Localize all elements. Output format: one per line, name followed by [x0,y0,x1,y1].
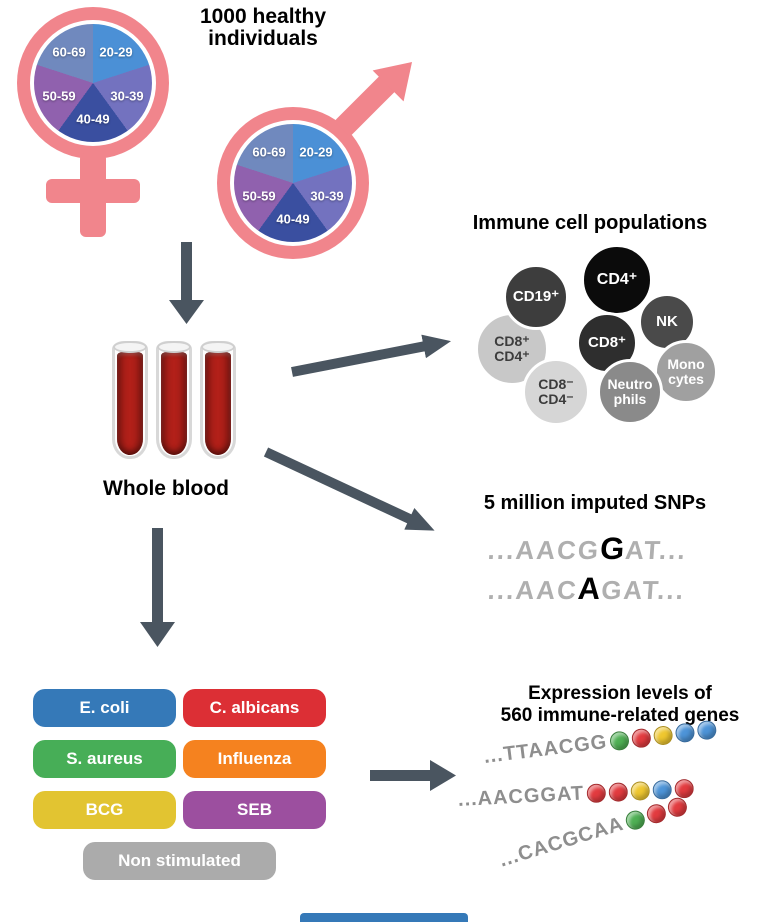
expression-bead [644,801,669,826]
cell-neutrophils: Neutro phils [597,359,663,425]
expression-bead [586,783,607,804]
blood-tube [200,341,236,459]
arrow-right-shaft [370,770,432,781]
age-label: 60-69 [252,144,286,160]
arrow-down-shaft [181,242,192,302]
arrow-right-up-icon [290,329,454,383]
male-age-pie [234,124,352,242]
cell-cd19: CD19⁺ [503,264,569,330]
age-label: 50-59 [42,88,76,104]
tube-rim [201,341,235,353]
arrow-down-shaft [152,528,163,624]
expression-bead [608,782,629,803]
snp-seq-post: AT... [624,535,688,565]
age-label: 40-49 [276,211,310,227]
age-label: 30-39 [110,88,144,104]
age-label: 20-29 [299,144,333,160]
age-label: 60-69 [52,44,86,60]
male-icon: 20-29 30-39 40-49 50-59 60-69 [217,107,369,259]
arrow-down-head-icon [169,300,204,324]
snp-seq-pre: ...AACG [486,535,602,565]
page-title: 1000 healthy individuals [199,5,327,51]
age-label: 20-29 [99,44,133,60]
gene-sequence-text: ...CACGCAA [496,812,627,872]
arrow-head [421,329,453,358]
snp-variant-letter: A [576,571,603,606]
expression-bead [674,722,696,744]
tube-rim [157,341,191,353]
cell-monocytes: Mono cytes [654,340,718,404]
arrow-down-head-icon [140,622,175,647]
snp-seq-post: GAT... [600,575,687,605]
cell-cd8neg-cd4neg: CD8⁻ CD4⁻ [522,358,590,426]
cropped-bottom-bar [300,913,468,922]
whole-blood-label: Whole blood [103,477,229,500]
expression-bead [630,727,652,749]
stimulus-pill-calbicans: C. albicans [183,689,326,727]
immune-populations-title: Immune cell populations [472,212,708,234]
tube-rim [113,341,147,353]
stimulus-pill-bcg: BCG [33,791,176,829]
female-age-pie [34,24,152,142]
snp-sequence-row: ...AACGGAT... [487,531,688,567]
snp-seq-pre: ...AAC [486,575,579,605]
age-label: 50-59 [242,188,276,204]
arrow-right-head-icon [430,760,456,791]
expression-bead [652,724,674,747]
age-label: 40-49 [76,111,110,127]
tube-blood-liquid [117,352,143,455]
stimulus-pill-ecoli: E. coli [33,689,176,727]
snp-sequence-row: ...AACAGAT... [487,571,687,607]
female-cross-horizontal-bar [46,179,140,203]
expression-bead [630,780,651,801]
stimulus-pill-non-stimulated: Non stimulated [83,842,276,880]
expression-bead [608,730,631,752]
expression-bead [696,719,718,741]
female-icon: 20-29 30-39 40-49 50-59 60-69 [17,7,169,237]
blood-tube [112,341,148,459]
arrow-down-right-icon [261,441,440,541]
gene-sequence-text: ...AACGGAT [457,782,585,811]
blood-tube [156,341,192,459]
expression-bead [623,808,648,833]
stimulus-pill-influenza: Influenza [183,740,326,778]
expression-title: Expression levels of 560 immune-related … [500,683,740,727]
arrow-shaft [291,341,427,377]
snps-title: 5 million imputed SNPs [483,492,707,514]
tube-blood-liquid [161,352,187,455]
snp-variant-letter: G [599,531,627,566]
gene-sequence-text: ...TTAACGG [482,730,609,768]
stimulus-pill-saureus: S. aureus [33,740,176,778]
age-label: 30-39 [310,188,344,204]
arrow-shaft [263,447,414,525]
stimulus-pill-seb: SEB [183,791,326,829]
tube-blood-liquid [205,352,231,455]
